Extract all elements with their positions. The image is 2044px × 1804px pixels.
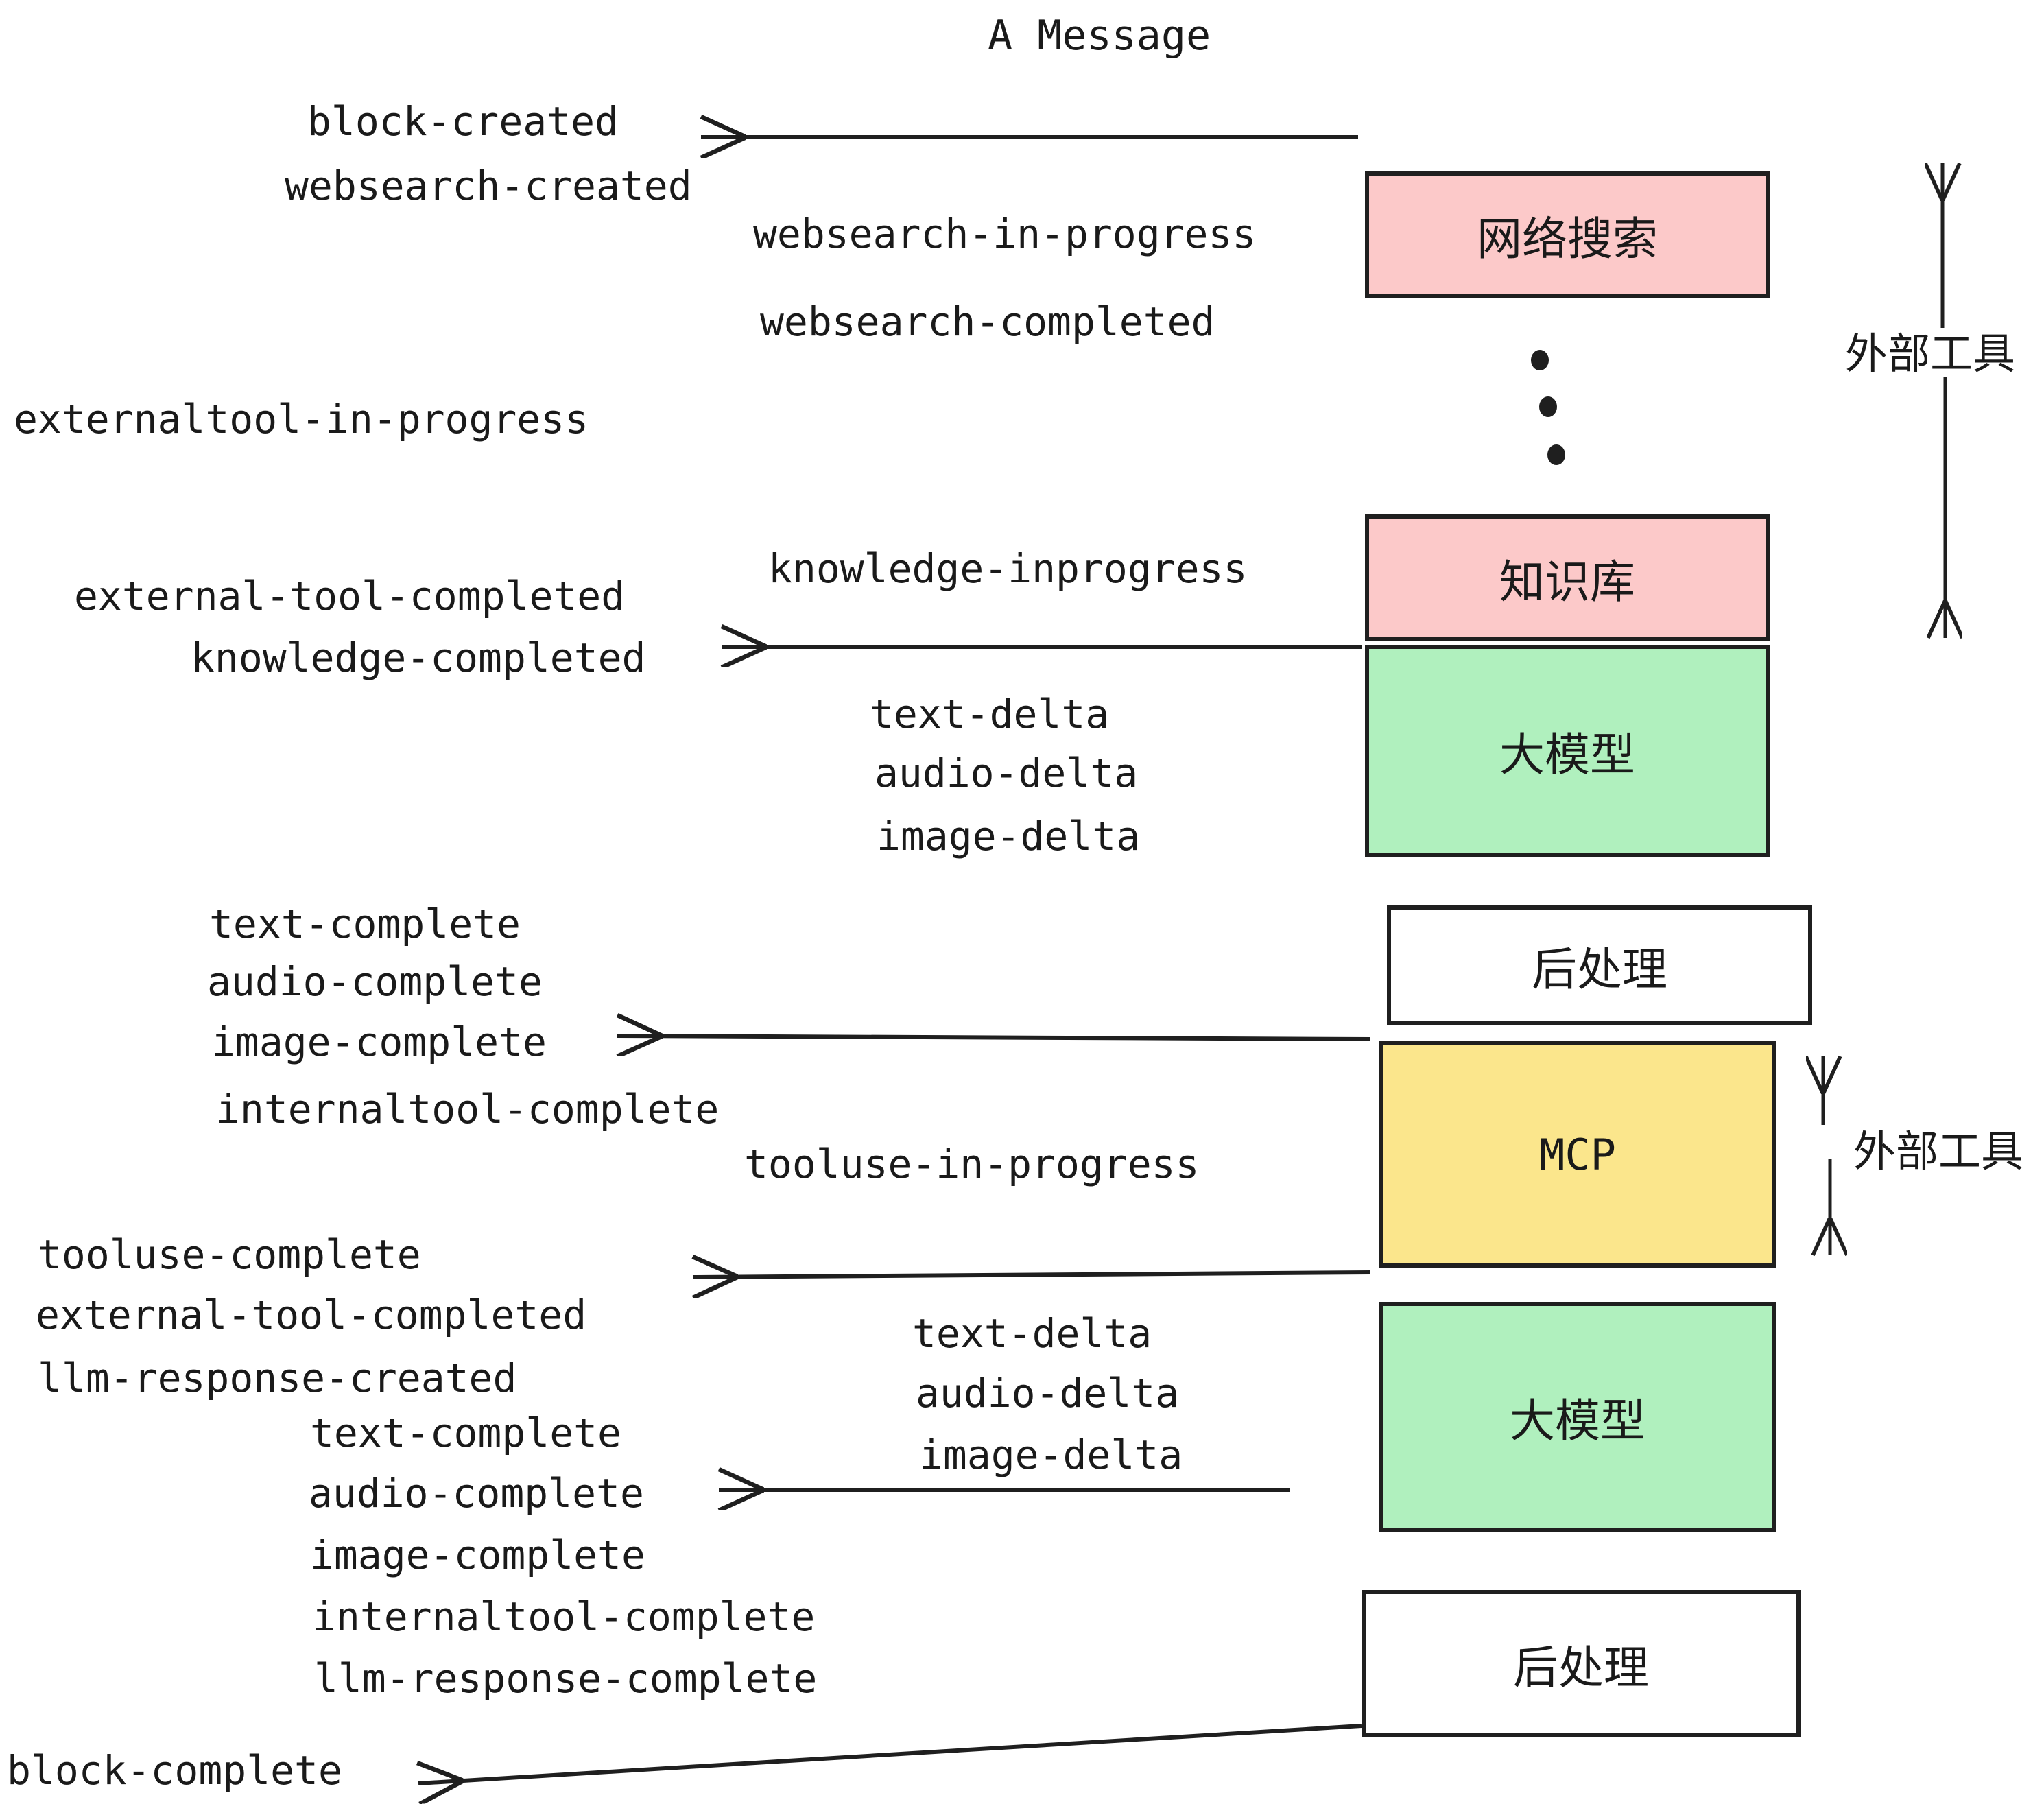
- event-label-externaltool-in-progress: externaltool-in-progress: [14, 396, 589, 442]
- event-label-block-created: block-created: [307, 98, 619, 145]
- event-label-knowledge-inprogress: knowledge-inprogress: [768, 545, 1248, 592]
- event-label-audio-delta-1: audio-delta: [875, 750, 1139, 796]
- arrow-arrow-tooluse-complete: [693, 1272, 1371, 1277]
- event-label-block-complete: block-complete: [7, 1747, 342, 1794]
- process-box-websearch: 网络搜索: [1365, 171, 1770, 298]
- event-label-tooluse-in-progress: tooluse-in-progress: [744, 1141, 1200, 1187]
- side-label-external-tool-bottom: 外部工具: [1853, 1126, 2024, 1176]
- process-box-knowledge: 知识库: [1365, 514, 1770, 641]
- process-box-llm-2: 大模型: [1379, 1302, 1776, 1532]
- ellipsis-dot: [1531, 350, 1549, 370]
- event-label-audio-delta-2: audio-delta: [916, 1370, 1180, 1416]
- event-label-internaltool-complete-1: internaltool-complete: [216, 1086, 720, 1132]
- event-label-image-complete-2: image-complete: [310, 1532, 645, 1578]
- event-label-image-complete-1: image-complete: [211, 1019, 547, 1065]
- event-label-websearch-created: websearch-created: [285, 163, 692, 209]
- event-label-llm-response-created: llm-response-created: [38, 1355, 517, 1401]
- process-box-mcp: MCP: [1379, 1041, 1776, 1268]
- event-label-websearch-completed: websearch-completed: [760, 298, 1215, 345]
- process-box-llm-1: 大模型: [1365, 645, 1770, 857]
- page-title: A Message: [988, 12, 1211, 60]
- event-label-llm-response-complete: llm-response-complete: [314, 1655, 818, 1702]
- event-label-external-tool-completed-1: external-tool-completed: [74, 573, 626, 619]
- event-label-tooluse-complete: tooluse-complete: [38, 1231, 421, 1278]
- event-label-text-complete-2: text-complete: [310, 1410, 621, 1456]
- arrow-arrow-block-complete: [418, 1724, 1362, 1783]
- ellipsis-dot: [1547, 444, 1565, 465]
- event-label-websearch-in-progress: websearch-in-progress: [753, 211, 1257, 257]
- event-label-external-tool-completed-2: external-tool-completed: [36, 1292, 587, 1338]
- event-label-image-delta-1: image-delta: [877, 813, 1141, 859]
- arrow-arrow-image-complete: [617, 1036, 1371, 1039]
- event-label-image-delta-2: image-delta: [919, 1432, 1183, 1478]
- event-label-audio-complete-2: audio-complete: [309, 1470, 644, 1517]
- event-label-knowledge-completed: knowledge-completed: [191, 634, 646, 681]
- process-box-post-1: 后处理: [1387, 905, 1812, 1025]
- event-label-text-delta-1: text-delta: [870, 691, 1110, 737]
- event-label-audio-complete-1: audio-complete: [207, 958, 543, 1005]
- process-box-post-2: 后处理: [1362, 1590, 1801, 1737]
- side-label-external-tool-top: 外部工具: [1845, 329, 2016, 379]
- event-label-text-delta-2: text-delta: [912, 1310, 1152, 1357]
- ellipsis-dot: [1539, 396, 1557, 417]
- event-label-internaltool-complete-2: internaltool-complete: [312, 1593, 816, 1640]
- event-label-text-complete-1: text-complete: [209, 901, 521, 947]
